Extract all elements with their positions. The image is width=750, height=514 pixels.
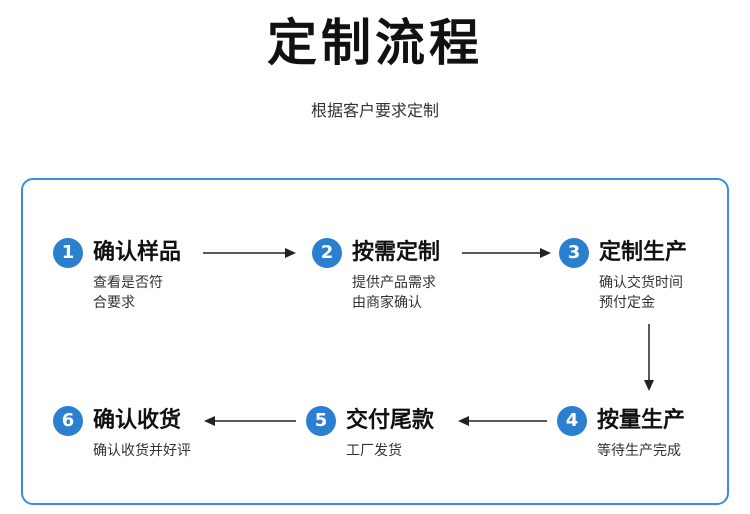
step-3-title: 定制生产 — [599, 240, 688, 265]
step-1-description: 查看是否符 合要求 — [93, 273, 163, 313]
step-4-description: 等待生产完成 — [597, 441, 681, 461]
step-2-desc-line-2: 由商家确认 — [352, 295, 422, 311]
page-subtitle: 根据客户要求定制 — [310, 101, 439, 120]
step-6-desc-line-1: 确认收货并好评 — [93, 443, 191, 459]
step-5-number-badge: 5 — [306, 406, 336, 436]
process-flow-box — [21, 178, 729, 505]
step-2-number-badge: 2 — [312, 238, 342, 268]
step-1-desc-line-1: 查看是否符 — [93, 275, 163, 291]
step-2-title: 按需定制 — [352, 240, 441, 265]
step-4-title: 按量生产 — [597, 408, 686, 433]
step-1-number-badge: 1 — [53, 238, 83, 268]
step-2-description: 提供产品需求 由商家确认 — [352, 273, 436, 313]
arrow-step5-to-step6 — [204, 416, 296, 426]
step-1-desc-line-2: 合要求 — [93, 295, 135, 311]
step-3-description: 确认交货时间 预付定金 — [599, 273, 683, 313]
arrow-step4-to-step5 — [458, 416, 547, 426]
step-2-desc-line-1: 提供产品需求 — [352, 275, 436, 291]
step-3-desc-line-1: 确认交货时间 — [599, 275, 683, 291]
step-5-title: 交付尾款 — [346, 408, 435, 433]
step-5-desc-line-1: 工厂发货 — [346, 443, 402, 459]
arrow-step1-to-step2 — [203, 248, 296, 258]
step-5-description: 工厂发货 — [346, 441, 402, 461]
step-6-number-badge: 6 — [53, 406, 83, 436]
arrow-step2-to-step3 — [462, 248, 551, 258]
step-4-desc-line-1: 等待生产完成 — [597, 443, 681, 459]
step-4-number-badge: 4 — [557, 406, 587, 436]
step-3-desc-line-2: 预付定金 — [599, 295, 655, 311]
arrow-step3-to-step4 — [644, 324, 654, 391]
step-1-title: 确认样品 — [93, 240, 182, 265]
step-6-description: 确认收货并好评 — [93, 441, 191, 461]
step-3-number-badge: 3 — [559, 238, 589, 268]
step-6-title: 确认收货 — [93, 408, 182, 433]
page-title: 定制流程 — [267, 14, 483, 72]
